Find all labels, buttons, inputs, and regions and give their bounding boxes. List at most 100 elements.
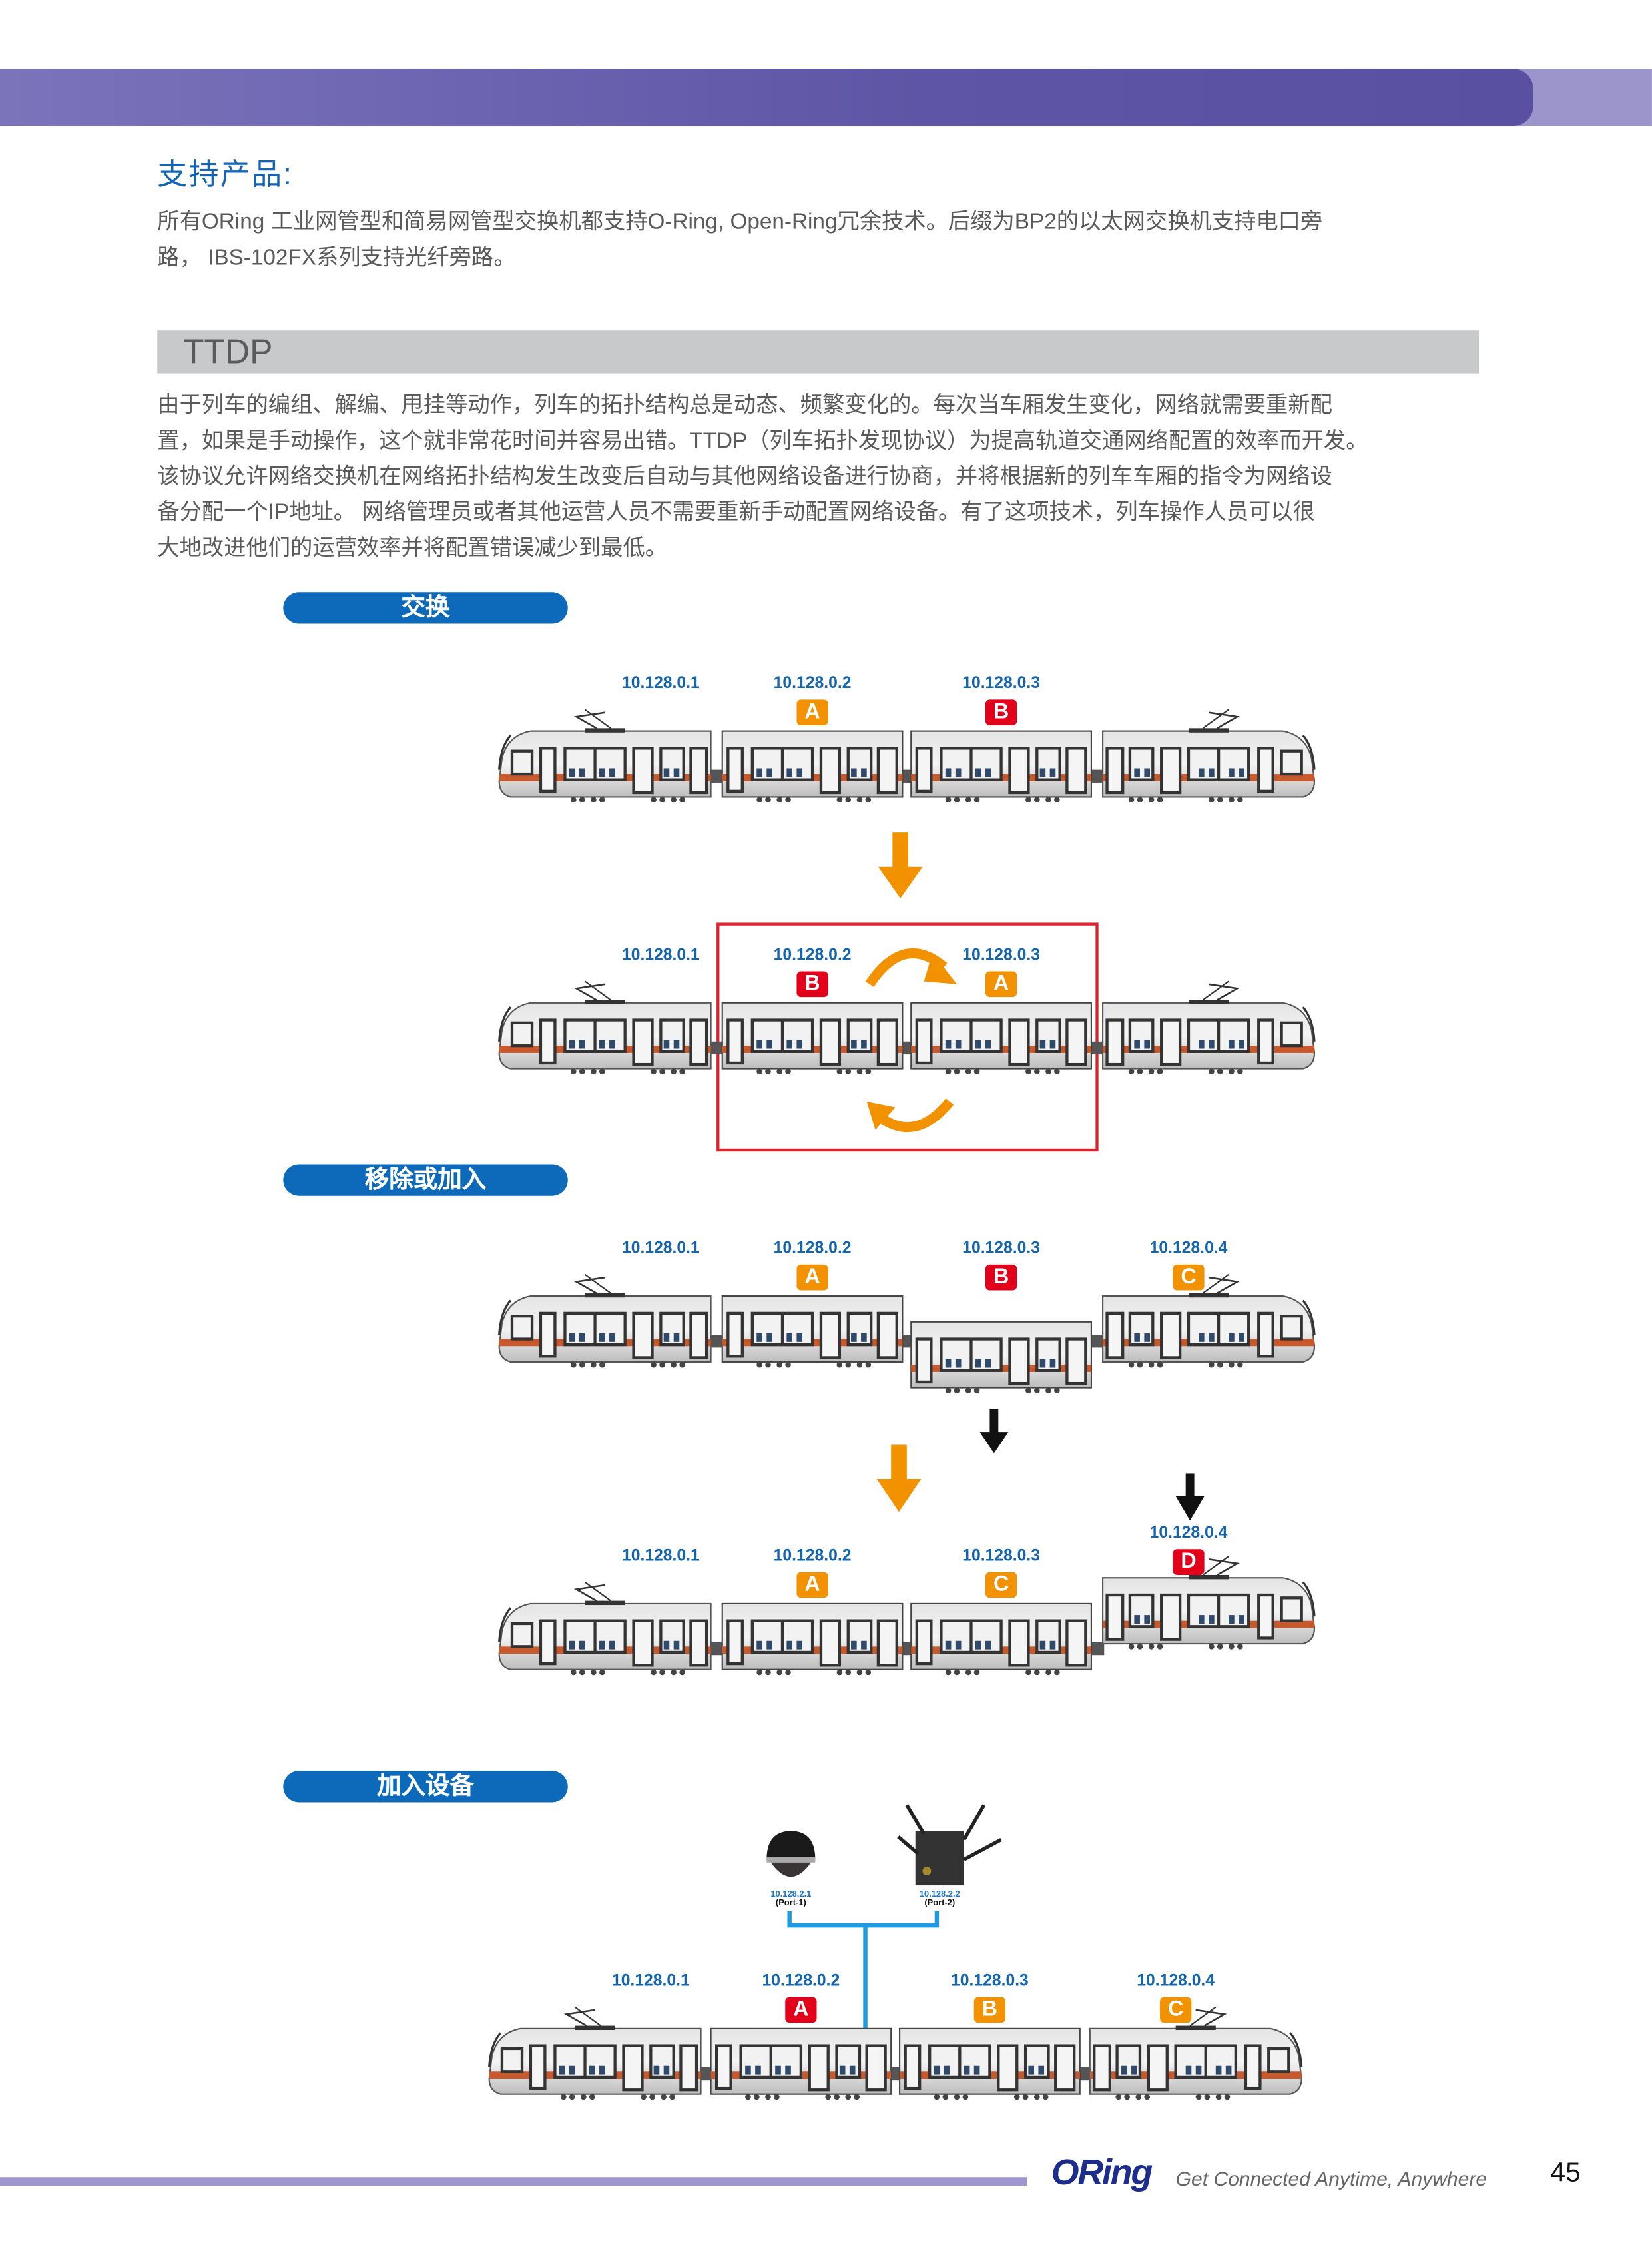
car-coupler — [709, 1041, 724, 1055]
ttdp-description: 由于列车的编组、解编、甩挂等动作，列车的拓扑结构总是动态、频繁变化的。每次当车厢… — [157, 388, 1488, 567]
car-ip-label: 10.128.0.4 — [1149, 1240, 1228, 1258]
car-badge-b: B — [985, 1264, 1017, 1291]
car-ip-label: 10.128.0.3 — [962, 1240, 1040, 1258]
tram-middle-car — [721, 1295, 904, 1369]
car-ip-label: 10.128.0.2 — [773, 675, 852, 693]
car-ip-label: 10.128.0.3 — [962, 675, 1040, 693]
car-badge-a: A — [796, 1572, 828, 1598]
supported-products-text: 所有ORing 工业网管型和简易网管型交换机都支持O-Ring, Open-Ri… — [157, 204, 1488, 276]
tram-middle-car — [721, 1602, 904, 1676]
car-ip-label: 10.128.0.3 — [962, 946, 1040, 964]
text-line: 置，如果是手动操作，这个就非常花时间并容易出错。TTDP（列车拓扑发现协议）为提… — [157, 429, 1368, 454]
car-coupler — [901, 769, 913, 783]
car-coupler — [1089, 769, 1105, 783]
car-coupler — [901, 1041, 913, 1055]
wireless-router-icon — [897, 1804, 1002, 1886]
tram-tail-car — [1103, 998, 1317, 1078]
tram-middle-car — [710, 2027, 892, 2101]
tram-tail-car — [1103, 1292, 1317, 1372]
car-coupler — [890, 2067, 902, 2081]
car-badge-a: A — [785, 1997, 817, 2023]
black-down-arrow-icon — [979, 1409, 1009, 1454]
car-badge-c: C — [1173, 1264, 1205, 1291]
orange-down-arrow-icon — [878, 832, 923, 898]
tram-middle-car — [910, 1602, 1092, 1676]
tram-middle-car — [721, 730, 904, 804]
car-ip-label: 10.128.0.4 — [1137, 1973, 1215, 1990]
car-ip-label: 10.128.0.3 — [951, 1973, 1029, 1990]
car-ip-label: 10.128.0.1 — [611, 1973, 690, 1990]
ttdp-title: TTDP — [182, 333, 273, 372]
car-coupler — [1089, 1041, 1105, 1055]
footer-tagline: Get Connected Anytime, Anywhere — [1175, 2167, 1488, 2190]
tram-tail-car — [1103, 727, 1317, 806]
car-ip-label: 10.128.0.2 — [773, 946, 852, 964]
section-pill-swap: 交换 — [283, 592, 568, 624]
car-ip-label: 10.128.0.2 — [773, 1548, 852, 1565]
car-coupler — [1089, 1335, 1105, 1348]
tram-middle-car — [899, 2027, 1081, 2101]
tram-middle-car — [910, 1002, 1092, 1076]
swap-highlight-box — [716, 922, 1099, 1152]
tram-head-car — [486, 2024, 700, 2104]
ttdp-section-bar — [157, 330, 1480, 374]
car-coupler — [709, 1335, 724, 1348]
device-port: (Port-2) — [924, 1899, 956, 1909]
tram-head-car — [496, 998, 710, 1078]
car-ip-label: 10.128.0.4 — [1149, 1524, 1228, 1542]
device-port: (Port-1) — [775, 1899, 806, 1909]
section-pill-add-device: 加入设备 — [283, 1771, 568, 1803]
text-line: 所有ORing 工业网管型和简易网管型交换机都支持O-Ring, Open-Ri… — [157, 210, 1323, 235]
car-badge-a: A — [796, 1264, 828, 1291]
car-coupler — [709, 1642, 724, 1656]
device-link-lines — [787, 1911, 940, 2035]
car-coupler — [1078, 2067, 1091, 2081]
tram-tail-car — [1090, 2024, 1304, 2104]
tram-middle-car — [910, 1321, 1092, 1395]
tram-middle-car — [721, 1002, 904, 1076]
swap-arrow-top-icon — [865, 948, 958, 988]
oring-logo: ORing — [1051, 2152, 1153, 2193]
car-ip-label: 10.128.0.2 — [762, 1973, 840, 1990]
car-ip-label: 10.128.0.1 — [621, 946, 700, 964]
car-coupler — [901, 1335, 913, 1348]
car-ip-label: 10.128.0.1 — [621, 1240, 700, 1258]
swap-arrow-bottom-icon — [866, 1098, 954, 1133]
text-line: 由于列车的编组、解编、甩挂等动作，列车的拓扑结构总是动态、频繁变化的。每次当车厢… — [157, 393, 1332, 418]
orange-down-arrow-icon — [876, 1444, 922, 1512]
text-line: 大地改进他们的运营效率并将配置错误减少到最低。 — [157, 536, 668, 561]
car-coupler — [1089, 1642, 1105, 1656]
car-badge-b: B — [796, 971, 828, 998]
car-badge-d: D — [1173, 1549, 1205, 1575]
car-coupler — [699, 2067, 712, 2081]
tram-head-car — [496, 1599, 710, 1679]
car-badge-c: C — [985, 1572, 1017, 1598]
car-badge-a: A — [796, 699, 828, 726]
car-coupler — [709, 769, 724, 783]
page-number: 45 — [1550, 2158, 1581, 2189]
tram-head-car — [496, 727, 710, 806]
tram-tail-car — [1103, 1574, 1317, 1654]
car-coupler — [901, 1642, 913, 1656]
car-badge-a: A — [985, 971, 1017, 998]
text-line: 路， IBS-102FX系列支持光纤旁路。 — [157, 246, 516, 270]
car-ip-label: 10.128.0.3 — [962, 1548, 1040, 1565]
supported-products-heading: 支持产品: — [157, 159, 294, 192]
tram-middle-car — [910, 730, 1092, 804]
text-line: 备分配一个IP地址。 网络管理员或者其他运营人员不需要重新手动配置网络设备。有了… — [157, 500, 1316, 525]
car-badge-c: C — [1160, 1997, 1192, 2023]
car-ip-label: 10.128.0.2 — [773, 1240, 852, 1258]
car-badge-b: B — [973, 1997, 1006, 2023]
device-ip: 10.128.2.2 — [919, 1891, 960, 1900]
section-pill-remove-add: 移除或加入 — [283, 1164, 568, 1196]
footer-line — [0, 2177, 1027, 2186]
car-ip-label: 10.128.0.1 — [621, 1548, 700, 1565]
black-down-arrow-icon — [1175, 1473, 1205, 1521]
dome-camera-icon — [766, 1831, 816, 1877]
tram-head-car — [496, 1292, 710, 1372]
text-line: 该协议允许网络交换机在网络拓扑结构发生改变后自动与其他网络设备进行协商，并将根据… — [157, 465, 1332, 489]
car-ip-label: 10.128.0.1 — [621, 675, 700, 693]
header-band-accent — [0, 69, 1533, 127]
device-ip: 10.128.2.1 — [770, 1891, 812, 1900]
